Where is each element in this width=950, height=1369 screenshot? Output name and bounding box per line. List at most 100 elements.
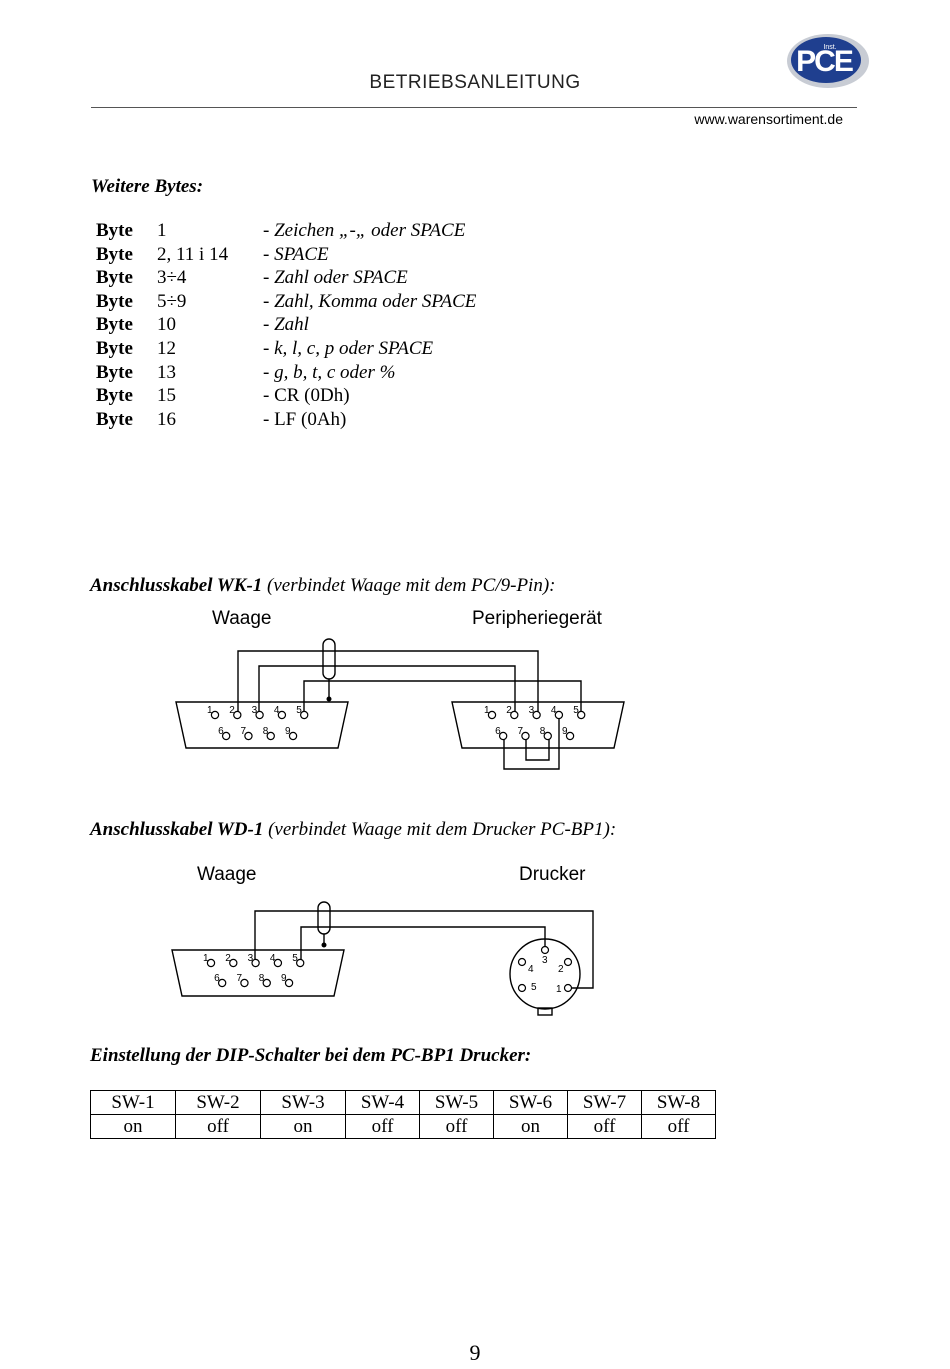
d9-pin-label: 7 xyxy=(517,726,523,737)
d9-pin-label: 1 xyxy=(203,953,209,964)
wd1-din-pin-labels: 3 4 2 5 1 xyxy=(528,955,564,995)
dip-value-cell: on xyxy=(493,1114,568,1139)
byte-number: 10 xyxy=(157,314,176,336)
wk1-wire-5-5 xyxy=(303,680,582,712)
d9-pin xyxy=(510,710,519,720)
wd1-din-connector xyxy=(509,938,581,1010)
d9-pin xyxy=(543,731,552,741)
d9-pin xyxy=(554,710,564,720)
byte-label: Byte xyxy=(96,337,133,359)
d9-pin-label: 1 xyxy=(207,705,213,716)
d9-pin-label: 4 xyxy=(274,705,280,716)
byte-description: CR (0Dh) xyxy=(274,385,350,407)
d9-pin xyxy=(487,710,497,720)
din-pin-1 xyxy=(563,983,573,993)
header-divider xyxy=(91,107,857,108)
din-pin-3 xyxy=(540,945,550,955)
header-url[interactable]: www.warensortiment.de xyxy=(694,111,843,127)
d9-pin xyxy=(284,978,294,988)
d9-pin-label: 4 xyxy=(270,953,276,964)
header-title: BETRIEBSANLEITUNG xyxy=(369,72,581,93)
wd1-title-rest: (verbindet Waage mit dem Drucker PC-BP1)… xyxy=(263,819,617,840)
wk1-right-connector xyxy=(451,701,625,749)
wk1-loop-7-8 xyxy=(525,734,550,761)
byte-number: 1 xyxy=(157,220,167,241)
d9-pin xyxy=(217,978,227,988)
din-label-4: 4 xyxy=(528,964,534,975)
d9-pin-label: 9 xyxy=(562,726,568,737)
byte-label: Byte xyxy=(96,220,133,241)
d9-pin-label: 4 xyxy=(551,705,557,716)
din-pin-5 xyxy=(517,983,527,993)
wk1-title: Anschlusskabel WK-1 (verbindet Waage mit… xyxy=(90,575,555,597)
wk1-left-connector xyxy=(175,701,349,749)
wk1-shield-dot xyxy=(326,696,332,702)
pce-logo: PCE Inst. xyxy=(787,34,869,88)
d9-pin xyxy=(288,731,298,741)
d9-pin xyxy=(266,731,275,741)
byte-description: SPACE xyxy=(274,243,329,265)
din-label-3: 3 xyxy=(542,955,548,966)
d9-pin xyxy=(532,710,541,720)
d9-pin xyxy=(240,978,249,988)
d9-pin-label: 3 xyxy=(252,705,258,716)
din-pin-4 xyxy=(517,957,527,967)
d9-pin-label: 8 xyxy=(540,726,546,737)
d9-pin xyxy=(229,958,238,968)
dip-value-cell: off xyxy=(419,1114,494,1139)
byte-label: Byte xyxy=(96,314,133,336)
wd1-wire-3-1 xyxy=(254,910,594,989)
dip-header-cell: SW-7 xyxy=(567,1090,642,1115)
byte-description: g, b, t, c oder % xyxy=(274,361,396,383)
byte-description: Zahl oder SPACE xyxy=(274,267,408,289)
byte-dash: - xyxy=(263,337,275,359)
wk1-left-label: Waage xyxy=(212,608,272,629)
byte-dash: - xyxy=(263,385,275,407)
dip-header-cell: SW-2 xyxy=(175,1090,261,1115)
dip-value-cell: off xyxy=(175,1114,261,1139)
dip-header-cell: SW-8 xyxy=(641,1090,716,1115)
d9-pin-label: 7 xyxy=(236,973,242,984)
byte-number: 13 xyxy=(157,361,176,383)
byte-label: Byte xyxy=(96,290,133,312)
wd1-shield-dot xyxy=(321,942,327,948)
d9-pin xyxy=(565,731,575,741)
d9-pin-label: 2 xyxy=(229,705,235,716)
wk1-title-rest: (verbindet Waage mit dem PC/9-Pin): xyxy=(262,575,556,596)
byte-dash: - xyxy=(263,267,275,289)
dip-header-cell: SW-1 xyxy=(90,1090,176,1115)
d9-pin-label: 5 xyxy=(573,705,579,716)
d9-pin-label: 6 xyxy=(214,973,220,984)
dip-value-cell: on xyxy=(90,1114,176,1139)
d9-pin xyxy=(244,731,253,741)
logo-oval xyxy=(791,37,861,83)
d9-pin xyxy=(221,731,231,741)
wk1-cable-shield xyxy=(322,638,336,680)
byte-number: 12 xyxy=(157,337,176,359)
byte-number: 16 xyxy=(157,408,176,430)
bytes-section-title: Weitere Bytes: xyxy=(91,176,204,197)
d9-pin-label: 6 xyxy=(495,726,501,737)
d9-pin xyxy=(577,710,586,720)
wd1-din-pins xyxy=(517,945,573,993)
d9-pin xyxy=(262,978,271,988)
d9-pin-label: 5 xyxy=(292,953,298,964)
dip-value-cell: off xyxy=(641,1114,716,1139)
byte-description: Zeichen „-„ oder SPACE xyxy=(274,220,466,241)
d9-pin-label: 9 xyxy=(285,726,291,737)
wd1-title: Anschlusskabel WD-1 (verbindet Waage mit… xyxy=(90,819,616,841)
byte-label: Byte xyxy=(96,408,133,430)
byte-number: 15 xyxy=(157,385,176,407)
wd1-title-bold: Anschlusskabel WD-1 xyxy=(90,819,264,840)
d9-pin xyxy=(206,958,216,968)
d9-pin xyxy=(498,731,508,741)
